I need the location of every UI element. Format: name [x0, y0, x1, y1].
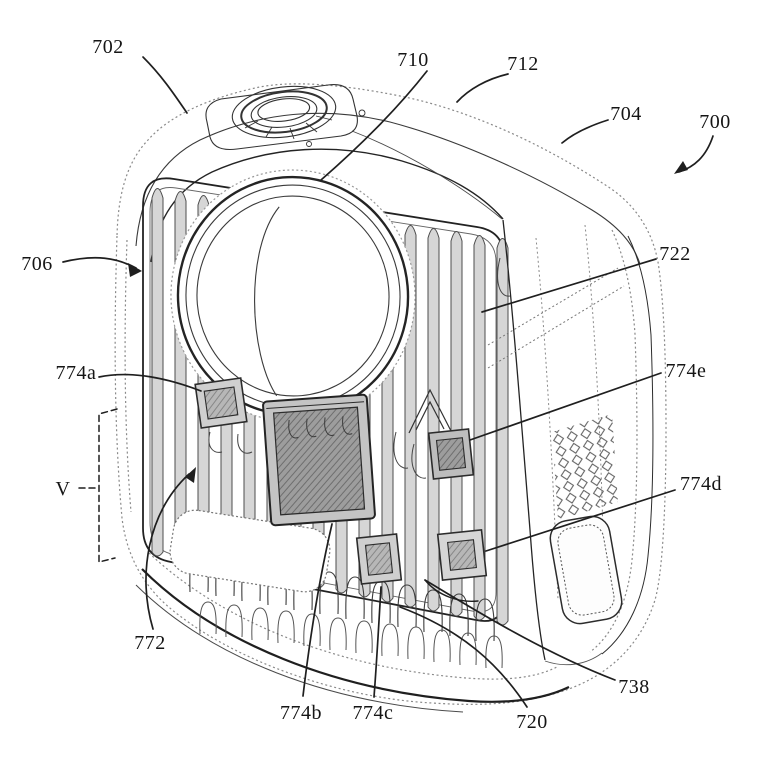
component-774d — [436, 528, 488, 582]
ref-label-706: 706 — [21, 253, 53, 275]
ref-label-774d: 774d — [680, 473, 722, 495]
grille-slat — [473, 235, 486, 621]
top-diagonal-seam — [351, 130, 503, 220]
leader-704 — [561, 119, 609, 144]
side-bottom-seam — [544, 652, 603, 666]
side-face — [487, 219, 625, 661]
ref-label-720: 720 — [516, 711, 548, 733]
base-edge-bold — [141, 568, 570, 703]
leader-774c — [373, 586, 382, 698]
component-774b — [262, 393, 376, 527]
arrowhead-706 — [128, 263, 142, 277]
leader-738-hook — [424, 579, 479, 603]
dial-ring-bold — [240, 90, 328, 134]
grille-slat — [427, 228, 440, 612]
dial-platform — [205, 84, 358, 151]
grille-slat — [450, 231, 463, 617]
component-774e-triangle — [408, 388, 452, 434]
ref-label-700: 700 — [699, 111, 731, 133]
leader-lines — [62, 56, 714, 708]
arrowhead-700 — [674, 161, 688, 174]
side-seam-dotted-2 — [584, 224, 605, 586]
side-chevron-2 — [487, 285, 625, 369]
side-button — [549, 515, 623, 625]
lens-inner-ring — [196, 195, 390, 397]
top-dial — [205, 84, 366, 151]
dial-ring-outer — [231, 85, 337, 139]
ref-label-704: 704 — [610, 103, 642, 125]
component-774c — [355, 533, 403, 585]
grille-slat — [151, 188, 164, 557]
ref-label-774b: 774b — [280, 702, 322, 724]
ref-label-710: 710 — [397, 49, 429, 71]
leader-774b — [302, 523, 333, 697]
ref-label-702: 702 — [92, 36, 124, 58]
leader-774e — [469, 372, 662, 441]
ref-label-772: 772 — [134, 632, 166, 654]
base-edge-dotted — [148, 552, 558, 680]
leader-706-arrow — [62, 256, 137, 269]
dial-spokes — [244, 115, 333, 140]
ref-label-774a: 774a — [55, 362, 97, 384]
dial-button-top — [257, 98, 311, 122]
leader-722 — [481, 258, 657, 313]
label-plate — [169, 509, 331, 593]
dial-ring-mid — [250, 96, 318, 128]
leader-712 — [456, 73, 509, 103]
grille-frame-inner — [149, 187, 497, 613]
front-components — [194, 257, 511, 585]
lens-reflection-arc — [254, 206, 280, 397]
component-774e — [427, 428, 475, 480]
leader-774d — [485, 489, 676, 552]
right-inner-edge — [601, 235, 654, 655]
speaker-hole-grid — [552, 414, 618, 520]
ref-label-738: 738 — [618, 676, 650, 698]
side-chevron-1 — [487, 267, 619, 346]
top-screw-right — [358, 109, 366, 117]
component-774a — [194, 377, 248, 429]
leader-710 — [320, 70, 428, 181]
arrowhead-772 — [185, 467, 196, 483]
leader-738 — [424, 579, 616, 681]
ref-label-774c: 774c — [352, 702, 394, 724]
ref-label-722: 722 — [659, 243, 691, 265]
side-seam-dotted-1 — [535, 237, 559, 601]
left-inner-contour — [124, 239, 132, 513]
base-edge-lower — [135, 584, 464, 713]
leader-720 — [399, 606, 528, 708]
front-right-edge — [502, 219, 546, 661]
view-bracket-v — [78, 408, 118, 563]
leader-774a — [98, 373, 202, 392]
ref-label-774e: 774e — [665, 360, 707, 382]
top-screw-lower — [306, 141, 312, 147]
rib-row-lower — [199, 601, 503, 669]
ref-label-712: 712 — [507, 53, 539, 75]
body-silhouette — [114, 83, 667, 705]
leader-772-arrow — [145, 473, 190, 630]
ref-label-view-v: V — [55, 478, 71, 500]
leader-702 — [142, 56, 188, 114]
